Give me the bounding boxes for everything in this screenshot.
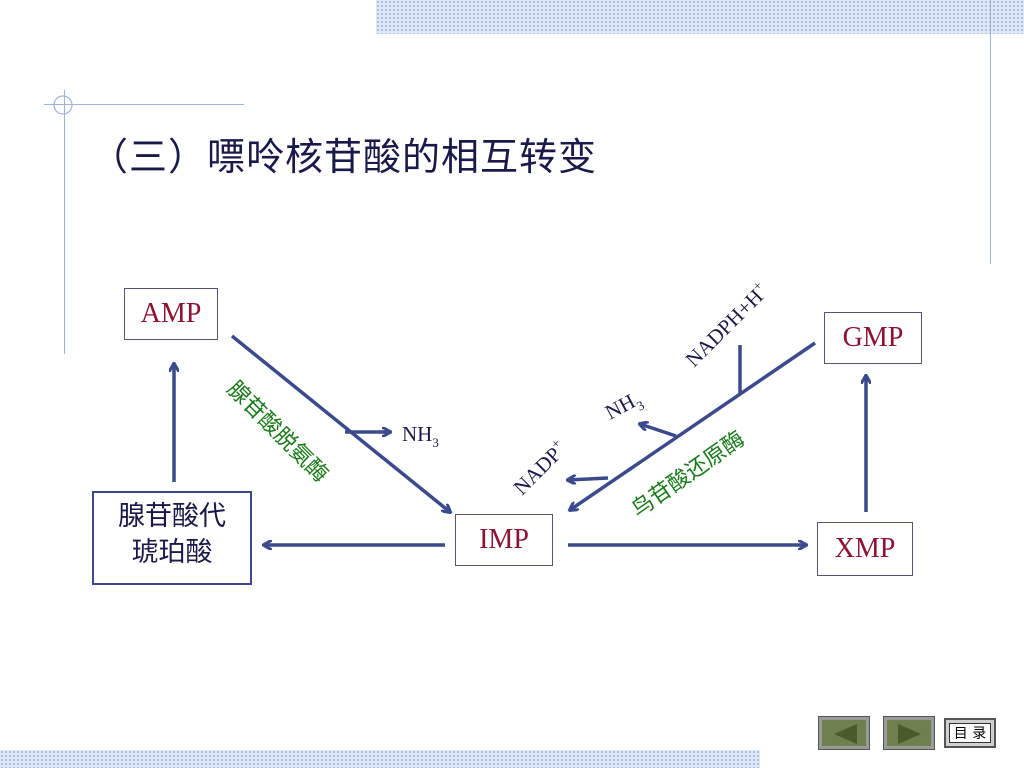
triangle-right-icon <box>898 724 921 744</box>
next-slide-button[interactable] <box>883 716 935 750</box>
bottom-decor-band <box>0 750 760 768</box>
adenylosuccinate-line1: 腺苷酸代 <box>118 501 226 532</box>
prev-slide-button[interactable] <box>818 716 870 750</box>
node-adenylosuccinate: 腺苷酸代 琥珀酸 <box>92 491 252 585</box>
node-gmp: GMP <box>824 312 922 364</box>
arrow-nadp-release <box>568 478 609 480</box>
top-decor-band <box>376 0 1024 34</box>
title-guide-line <box>44 104 244 105</box>
page-title: （三）嘌呤核苷酸的相互转变 <box>90 135 598 179</box>
enzyme-amp-deaminase: 腺苷酸脱氨酶 <box>222 377 333 488</box>
node-amp: AMP <box>124 288 218 340</box>
node-xmp: XMP <box>817 522 913 576</box>
enzyme-gmp-reductase: 鸟苷酸还原酶 <box>627 427 749 523</box>
nadph-label: NADPH+H+ <box>679 278 773 372</box>
node-imp: IMP <box>455 514 553 566</box>
contents-menu-label: 目 录 <box>949 723 991 743</box>
adenylosuccinate-line2: 琥珀酸 <box>131 537 213 568</box>
nh3-label-left: NH3 <box>402 422 439 450</box>
nh3-label-right: NH3 <box>601 386 647 428</box>
arrow-amp-to-imp <box>230 334 450 512</box>
right-guide-line <box>990 0 991 264</box>
nadp-label: NADP+ <box>507 436 571 500</box>
arrow-nh3-release-right <box>640 424 677 438</box>
triangle-left-icon <box>834 724 857 744</box>
left-guide-line <box>64 90 65 354</box>
crosshair-decor-icon <box>53 95 73 115</box>
contents-menu-button[interactable]: 目 录 <box>944 718 996 748</box>
arrow-gmp-to-imp <box>570 341 816 510</box>
